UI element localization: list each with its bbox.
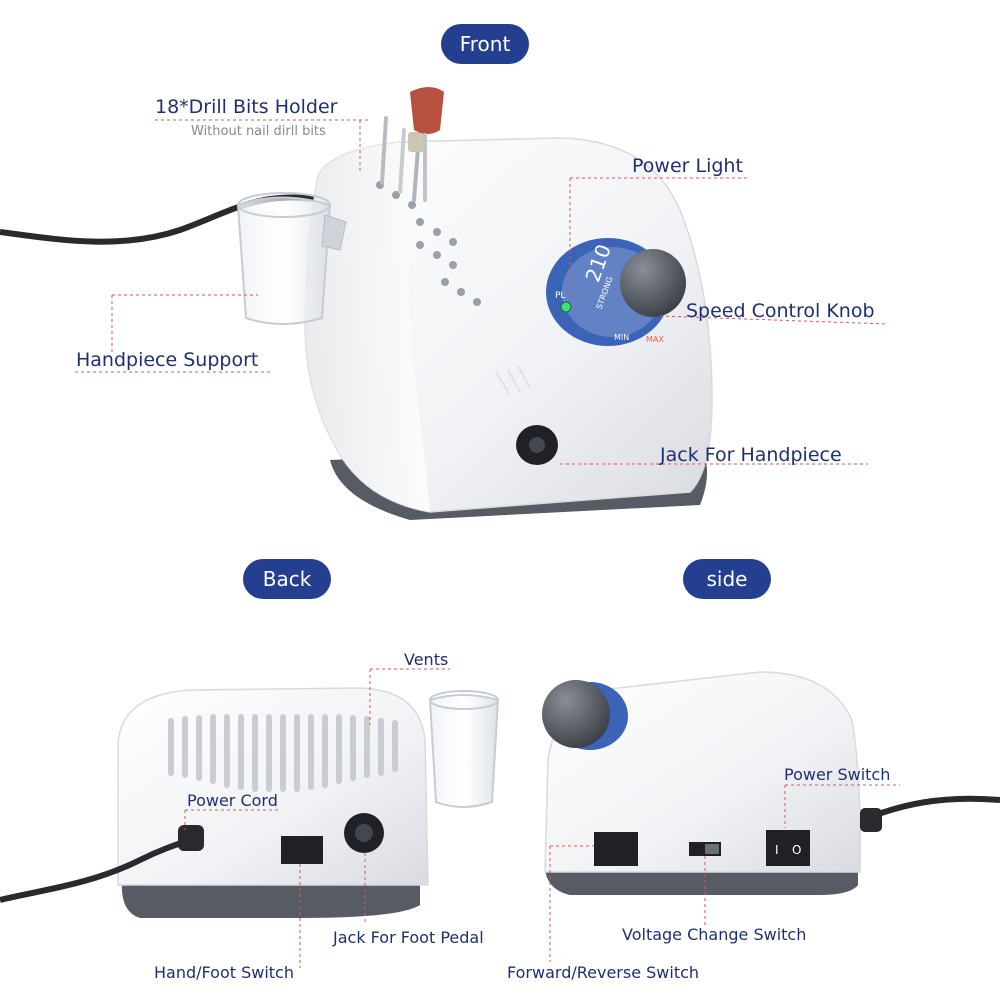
section-side-badge: side <box>683 559 771 599</box>
power-light-led <box>560 301 572 313</box>
label-jack-for-foot-pedal: Jack For Foot Pedal <box>333 928 484 947</box>
section-front-badge: Front <box>441 24 529 64</box>
side-knob <box>542 680 610 748</box>
section-back-badge: Back <box>243 559 331 599</box>
front-device: 210 STRONG PL MIN MAX <box>0 87 713 520</box>
handpiece-support-cup <box>236 192 347 325</box>
svg-text:O: O <box>792 843 801 857</box>
label-power-switch: Power Switch <box>784 765 891 784</box>
dial-min-text: MIN <box>614 333 629 342</box>
label-forward-reverse-switch: Forward/Reverse Switch <box>507 963 700 982</box>
label-handpiece-support: Handpiece Support <box>76 349 259 371</box>
power-switch <box>766 830 810 866</box>
back-cup <box>428 690 500 808</box>
speed-control-knob <box>620 249 686 317</box>
dial-pl-text: PL <box>555 291 565 301</box>
label-hand-foot-switch: Hand/Foot Switch <box>154 963 294 982</box>
front-leader-lines <box>75 119 889 465</box>
hand-foot-switch <box>281 836 323 864</box>
drill-bit-holes <box>376 181 481 306</box>
side-device: I O <box>542 671 1000 895</box>
label-power-cord: Power Cord <box>187 791 278 810</box>
label-vents: Vents <box>404 650 449 669</box>
forward-reverse-switch <box>594 832 638 866</box>
label-voltage-change-switch: Voltage Change Switch <box>622 925 807 944</box>
back-vents <box>168 714 398 792</box>
side-leader-lines <box>549 784 900 962</box>
drill-bits <box>380 87 444 202</box>
dial-max-text: MAX <box>646 335 664 344</box>
back-device <box>0 687 500 918</box>
back-leader-lines <box>184 668 450 968</box>
svg-text:I: I <box>775 843 779 857</box>
label-power-light: Power Light <box>632 155 743 177</box>
label-drill-bits-holder: 18*Drill Bits Holder <box>155 96 338 118</box>
side-power-cord <box>860 795 1000 823</box>
back-body <box>117 687 429 886</box>
back-power-cord <box>0 837 191 903</box>
label-speed-control-knob: Speed Control Knob <box>686 300 875 322</box>
label-jack-for-handpiece: Jack For Handpiece <box>660 444 842 466</box>
label-drill-bits-note: Without nail dirll bits <box>191 124 326 139</box>
